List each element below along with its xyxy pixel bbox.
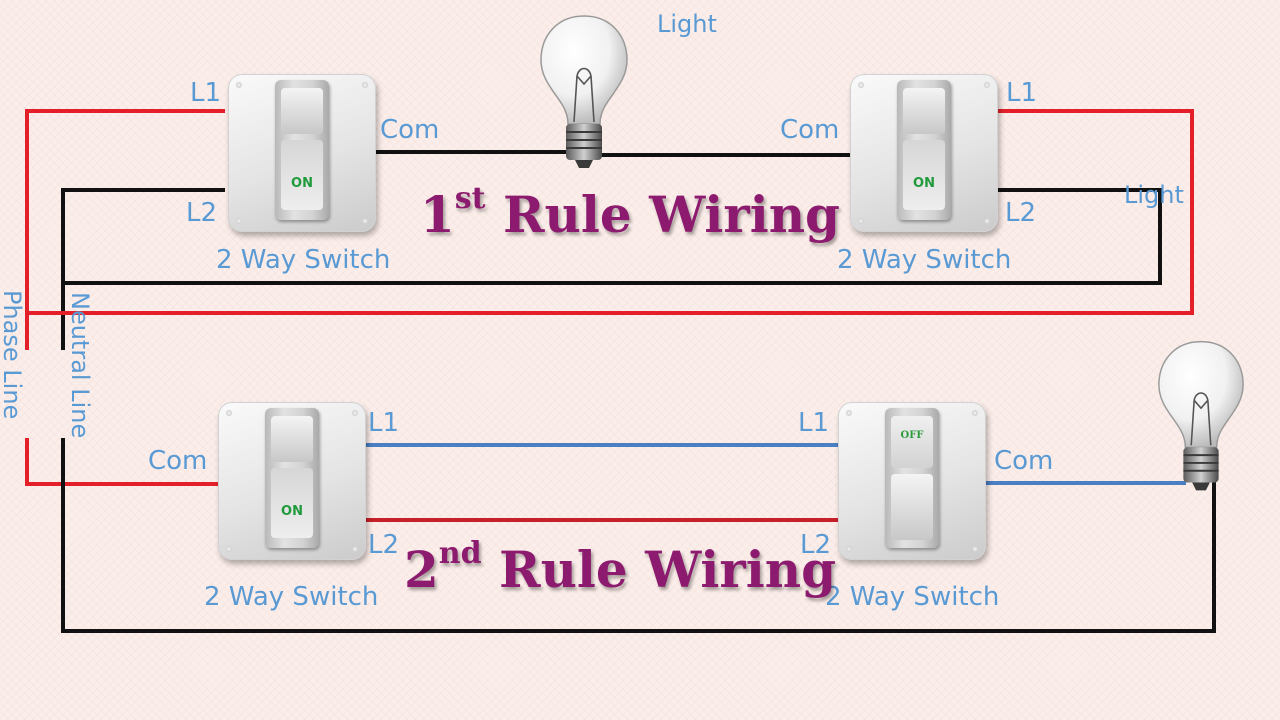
screw-icon [984,218,990,224]
phase-wire-rule1 [25,109,225,350]
screw-icon [846,546,852,552]
screw-icon [236,82,242,88]
phase-line-label: Phase Line [0,290,26,420]
rocker-toggle[interactable]: ON [897,80,951,220]
screw-icon [236,218,242,224]
two-way-switch-4[interactable]: OFF [838,402,986,560]
light-bulb-icon [540,15,628,168]
screw-icon [362,82,368,88]
light-label-right: Light [1124,181,1184,209]
screw-icon [226,546,232,552]
phase-wire-rule2 [25,438,218,486]
terminal-label-com: Com [780,115,840,145]
two-way-switch-3[interactable]: ON [218,402,366,560]
rocker-toggle[interactable]: ON [265,408,319,548]
l2-wire-right-rule1 [63,188,1162,285]
screw-icon [858,218,864,224]
switch-state-on: ON [281,504,303,519]
switch-state-off: OFF [900,430,924,441]
screw-icon [226,410,232,416]
screw-icon [352,410,358,416]
terminal-label-com: Com [148,446,208,476]
terminal-label-l2: L2 [368,530,400,560]
terminal-label-l1: L1 [190,78,222,108]
screw-icon [984,82,990,88]
rule2-title: 2nd Rule Wiring [404,536,837,599]
switch-state-on: ON [913,176,935,191]
switch-label: 2 Way Switch [837,245,1012,275]
screw-icon [972,546,978,552]
light-bulb-icon [1158,340,1244,491]
terminal-label-l1: L1 [368,408,400,438]
switch-label: 2 Way Switch [204,582,379,612]
terminal-label-l2: L2 [186,198,218,228]
screw-icon [846,410,852,416]
terminal-label-com: Com [994,446,1054,476]
neutral-wire-rule2 [61,438,1216,633]
terminal-label-com: Com [380,115,440,145]
two-way-switch-2[interactable]: ON [850,74,998,232]
rocker-toggle[interactable]: ON [275,80,329,220]
terminal-label-l2: L2 [1005,198,1037,228]
two-way-switch-1[interactable]: ON [228,74,376,232]
screw-icon [352,546,358,552]
l1-wire-right-rule1 [27,109,1194,315]
switch-label: 2 Way Switch [216,245,391,275]
screw-icon [362,218,368,224]
screw-icon [972,410,978,416]
terminal-label-l1: L1 [798,408,830,438]
rocker-toggle[interactable]: OFF [885,408,939,548]
rule1-title: 1st Rule Wiring [420,181,841,244]
neutral-line-label: Neutral Line [66,292,94,439]
terminal-label-l2: L2 [800,530,832,560]
screw-icon [858,82,864,88]
light-label-top: Light [657,10,717,38]
switch-state-on: ON [291,176,313,191]
neutral-wire-rule1-l2 [61,188,225,350]
terminal-label-l1: L1 [1006,78,1038,108]
switch-label: 2 Way Switch [825,582,1000,612]
